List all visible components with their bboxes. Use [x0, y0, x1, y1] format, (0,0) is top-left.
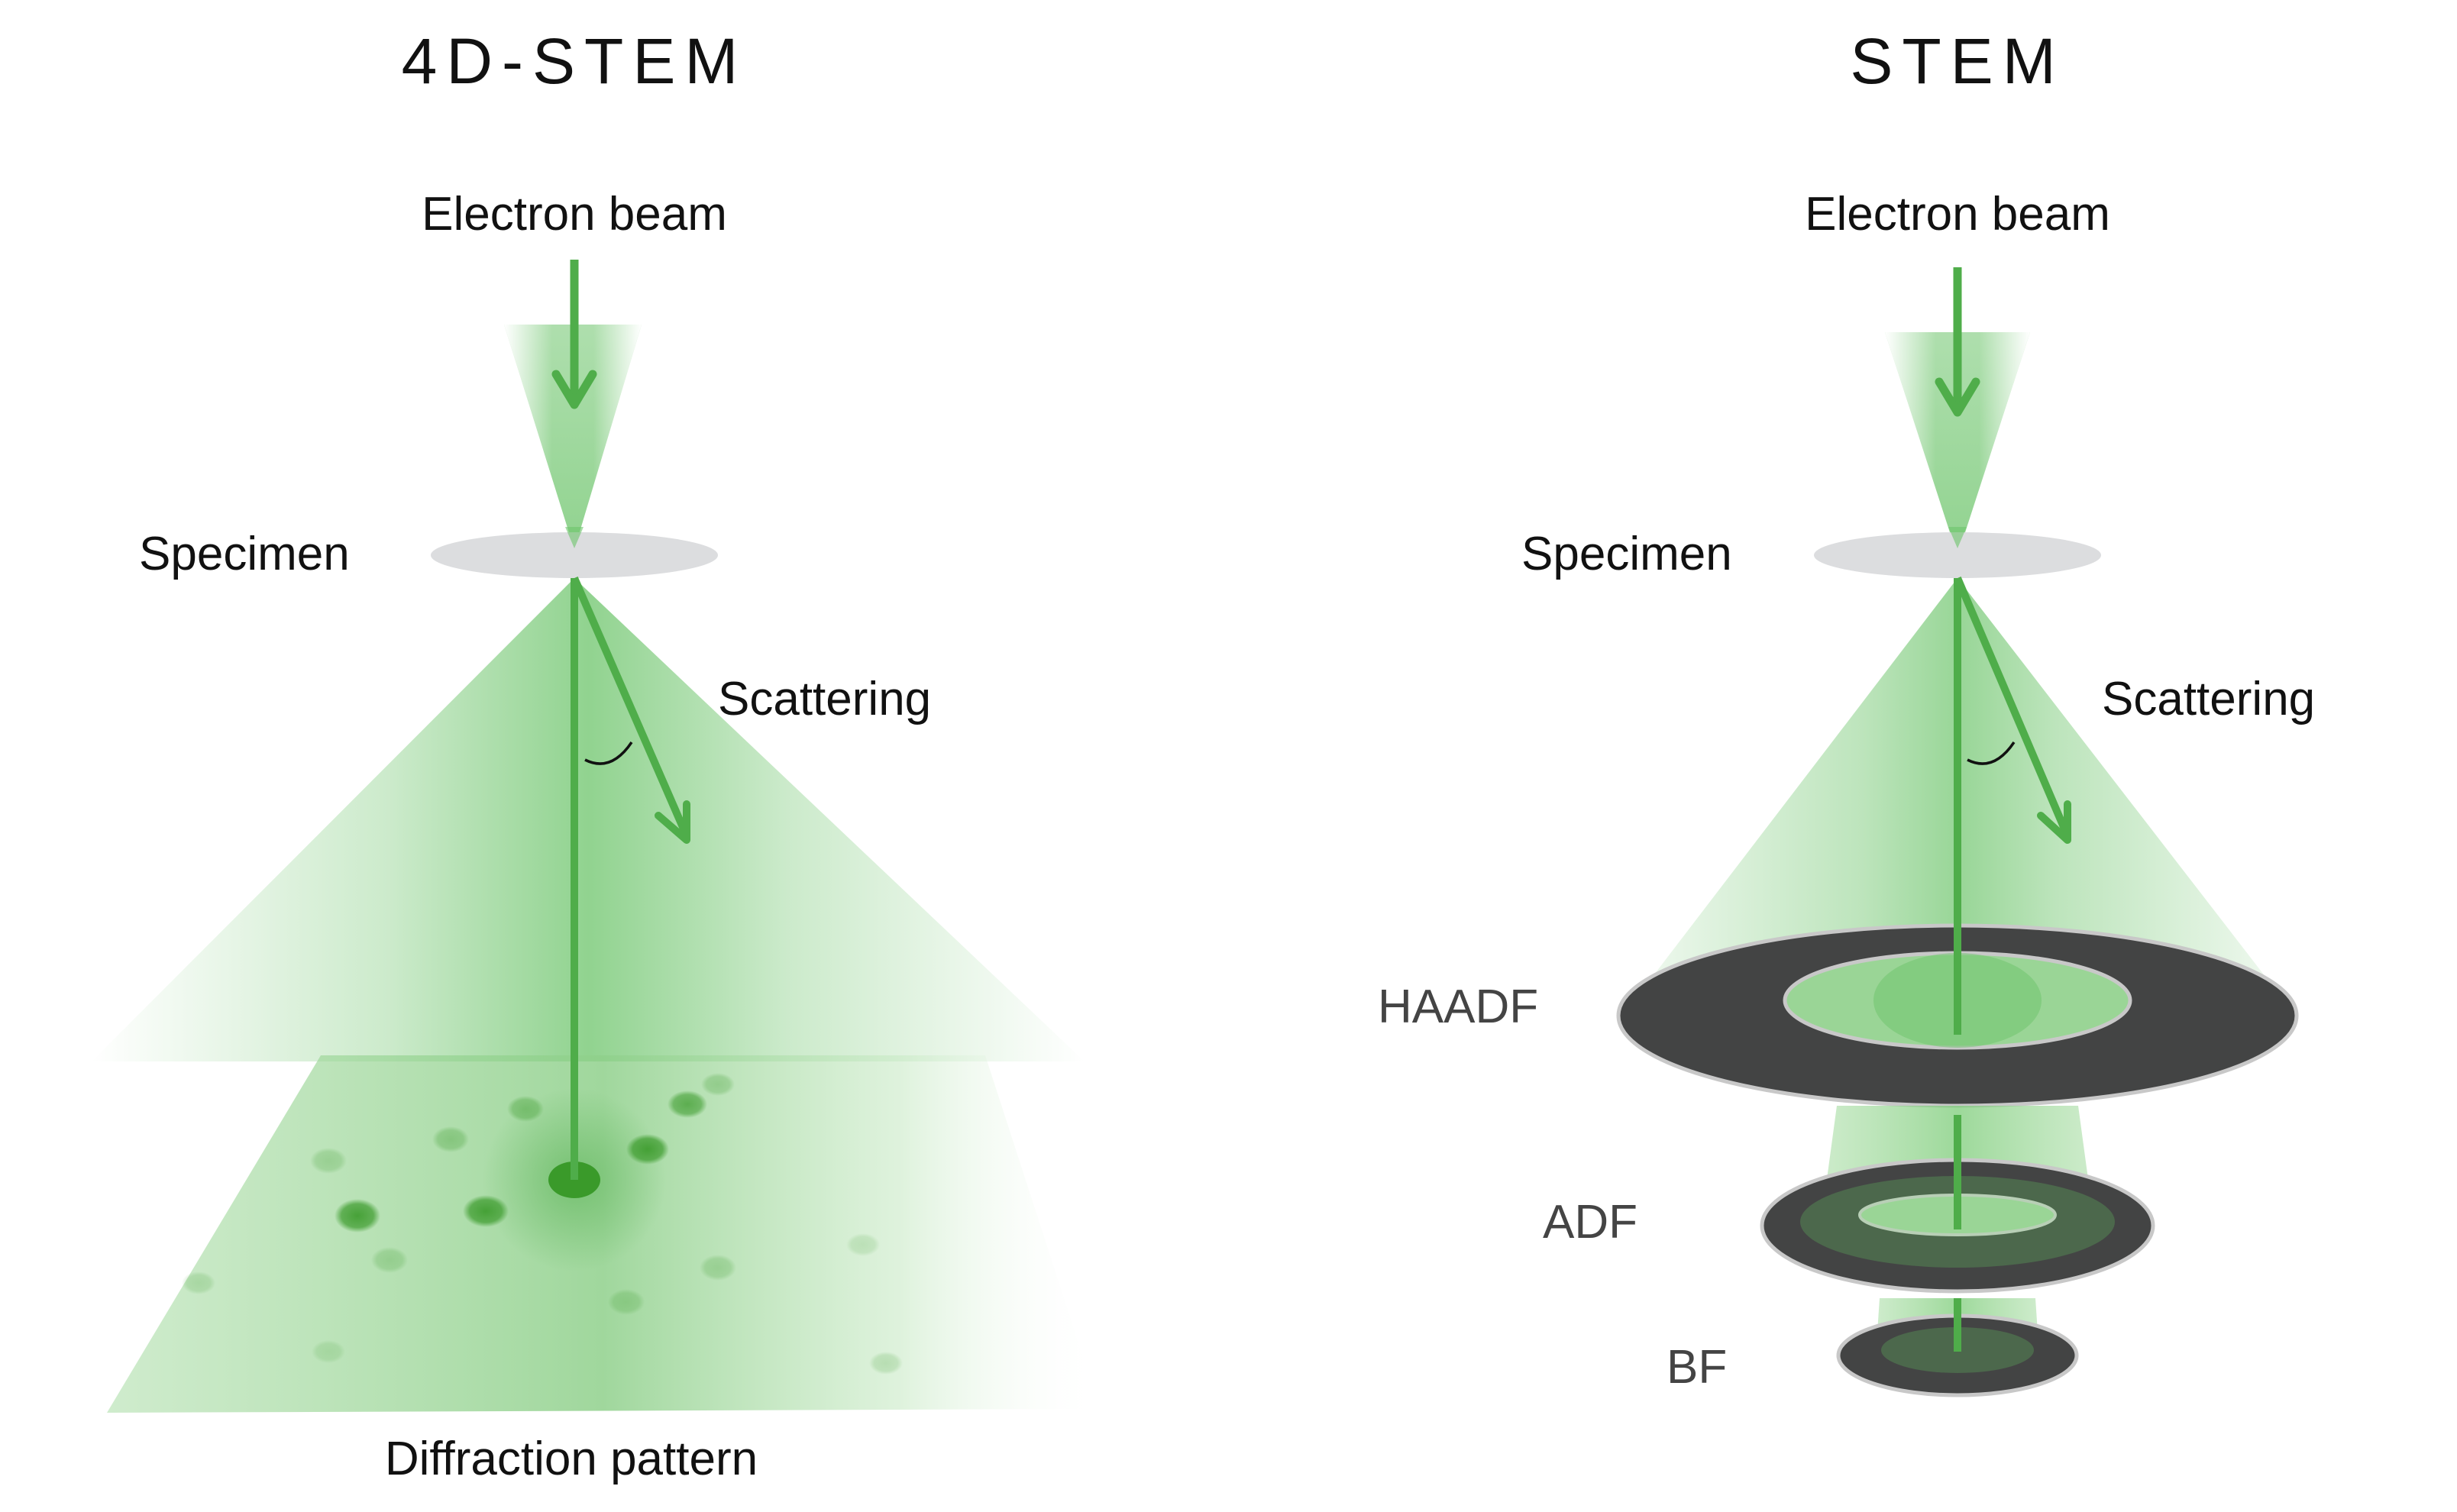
scattering-cone [92, 578, 1085, 1061]
specimen-disc [1814, 532, 2101, 578]
label-electron-beam: Electron beam [1805, 188, 2110, 241]
scattered-beam-arrow [571, 577, 689, 834]
label-diffraction-pattern: Diffraction pattern [384, 1433, 758, 1485]
label-specimen: Specimen [1521, 528, 1732, 580]
beam-arrow-head-icon [551, 370, 597, 409]
scattered-beam-arrow [1954, 577, 2070, 834]
panel-title-stem: STEM [1850, 25, 2065, 97]
panel-title-4dstem: 4D-STEM [401, 25, 748, 97]
panel-stem [1616, 267, 2299, 1397]
label-bf: BF [1667, 1341, 1728, 1394]
specimen-disc [431, 532, 718, 578]
scattered-arrow-head-icon [2037, 800, 2071, 844]
label-scattering: Scattering [718, 673, 932, 725]
label-haadf: HAADF [1378, 981, 1539, 1033]
label-adf: ADF [1543, 1196, 1637, 1249]
scattered-arrow-head-icon [655, 800, 690, 844]
label-scattering: Scattering [2102, 673, 2316, 725]
scattering-angle-arc-icon [1967, 741, 2016, 765]
beam-arrow-head-icon [1935, 377, 1980, 417]
label-electron-beam: Electron beam [422, 188, 727, 241]
scattering-angle-arc-icon [584, 741, 633, 765]
label-specimen: Specimen [139, 528, 350, 580]
panel-4dstem [92, 260, 1100, 1413]
